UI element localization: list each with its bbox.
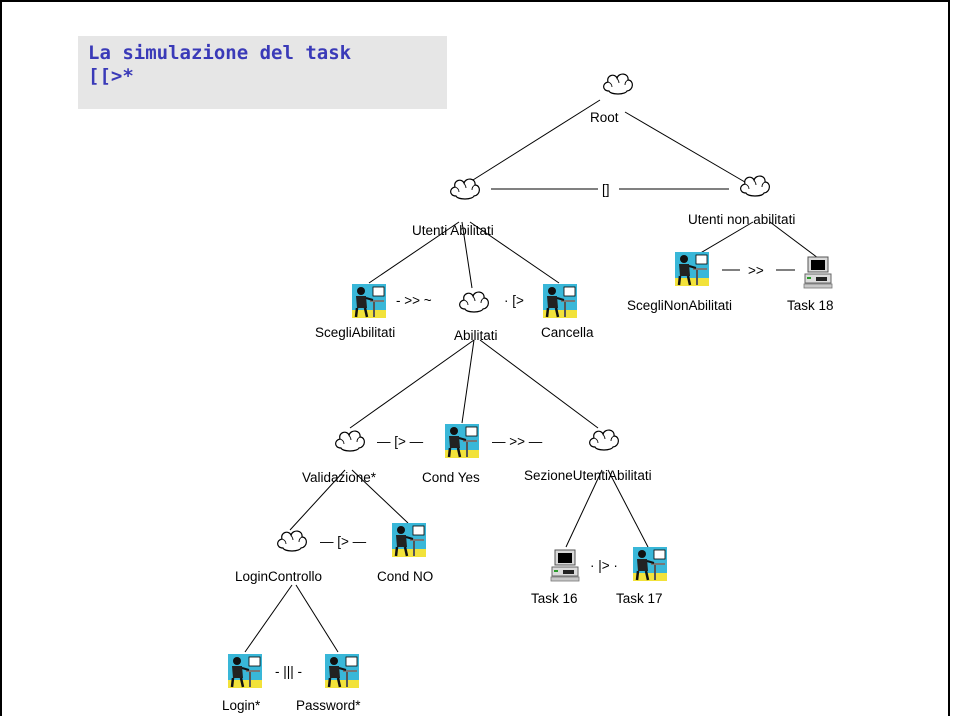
operator-enable-scegli: - >> ~ (396, 293, 432, 308)
operator-choice: [] (602, 182, 610, 197)
node-login-label: Login* (222, 698, 261, 713)
edge-utentiabilitati-abilitati (461, 221, 473, 289)
edge-abilitati-validazione (349, 339, 475, 429)
user-interaction-icon (631, 545, 669, 583)
node-password-label: Password* (296, 698, 361, 713)
operator-disable-condno: — [> — (320, 534, 367, 549)
user-interaction-icon (390, 521, 428, 559)
node-root-label: Root (590, 110, 619, 125)
node-task16-label: Task 16 (531, 591, 578, 606)
computer-icon (803, 256, 833, 289)
node-abilitati-label: Abilitati (454, 328, 498, 343)
node-task17-label: Task 17 (616, 591, 663, 606)
edge-root-utentiabilitati (464, 99, 601, 186)
operator-enable-nonab: >> (748, 263, 764, 278)
operator-interleave: - ||| - (275, 664, 302, 679)
operator-disable-task17: · |> · (590, 558, 618, 573)
node-validazione-label: Validazione* (302, 470, 377, 485)
node-cancella-label: Cancella (541, 325, 594, 340)
operator-disable-condyes: — [> — (377, 434, 424, 449)
node-cond-yes-label: Cond Yes (422, 470, 480, 485)
user-interaction-icon (323, 652, 361, 690)
edge-root-utentinonabilitati (624, 111, 751, 186)
cloud-icon (589, 429, 619, 451)
slide-title: La simulazione del task [[>* (88, 42, 351, 88)
user-interaction-icon (350, 282, 388, 320)
cloud-icon (450, 178, 480, 200)
edge-validazione-logincontrollo (289, 469, 346, 531)
node-utenti-abilitati-label: Utenti Abilitati (412, 223, 494, 238)
user-interaction-icon (443, 422, 481, 460)
node-logincontrollo-label: LoginControllo (235, 569, 322, 584)
operator-disable-cancella: · [> (504, 293, 524, 308)
node-utenti-non-abilitati-label: Utenti non abilitati (688, 212, 795, 227)
edge-utentiabilitati-cancella (469, 221, 560, 284)
title-line-1: La simulazione del task (88, 42, 352, 64)
edge-logincontrollo-login (244, 584, 293, 653)
user-interaction-icon (226, 652, 264, 690)
edge-abilitati-sezione (479, 339, 599, 429)
node-sezione-utenti-abilitati-label: SezioneUtentiAbilitati (524, 468, 652, 483)
tree-edges (244, 99, 819, 653)
user-interaction-icon (541, 282, 579, 320)
edge-logincontrollo-password (295, 584, 339, 653)
node-task18-label: Task 18 (787, 298, 834, 313)
cloud-icon (740, 175, 770, 197)
user-interaction-icon (673, 250, 711, 288)
computer-icon (550, 549, 580, 582)
edge-utentinonabilitati-task18 (769, 221, 819, 259)
edge-sezione-task17 (607, 469, 649, 548)
title-line-2: [[>* (88, 65, 134, 87)
node-cond-no-label: Cond NO (377, 569, 433, 584)
edge-utentiabilitati-scegliabilitati (368, 221, 460, 284)
edge-abilitati-condyes (461, 339, 475, 424)
node-scegli-abilitati-label: ScegliAbilitati (315, 325, 395, 340)
title-box (78, 36, 447, 109)
cloud-icon (459, 291, 489, 313)
operator-enable-sezione: — >> — (492, 434, 543, 449)
cloud-icon (335, 430, 365, 452)
edge-validazione-condno (351, 469, 409, 524)
cloud-icon (603, 73, 633, 95)
node-sceglinonabilitati-label: ScegliNonAbilitati (627, 298, 732, 313)
cloud-icon (277, 530, 307, 552)
edge-sezione-task16 (565, 469, 603, 548)
